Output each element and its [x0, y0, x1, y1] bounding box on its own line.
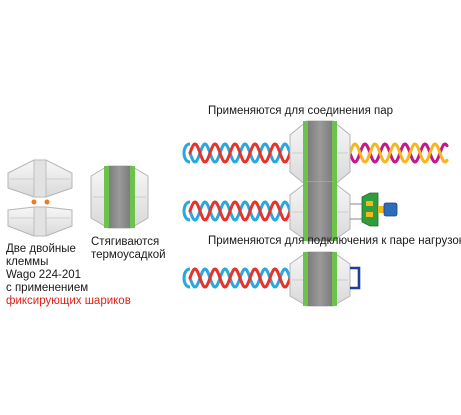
wire-b: [188, 267, 292, 289]
left-caption-line4: с применением: [6, 282, 88, 294]
twisted-pair-left-row1: [182, 142, 292, 164]
title-load: Применяются для подключения к паре нагру…: [208, 235, 461, 247]
wire-end-loop: [182, 267, 191, 289]
heatshrink-clamp-icon: [90, 165, 149, 229]
wire-end-loop: [182, 142, 191, 164]
heatshrink-clamp-row1-icon: [289, 120, 351, 187]
twisted-pair-left-row2: [182, 200, 292, 222]
left-caption-line1: Две двойные: [6, 243, 76, 255]
wire-a: [348, 142, 449, 164]
ball-left-icon: [31, 199, 37, 205]
twisted-pair-right-row1: [348, 142, 449, 164]
twisted-pair-left-row3: [182, 267, 292, 289]
load-component-icon: [350, 192, 398, 227]
middle-caption-line2: термоусадкой: [91, 249, 166, 261]
wire-b: [188, 142, 292, 164]
left-caption-line5: фиксирующих шариков: [6, 295, 131, 307]
title-pairs: Применяются для соединения пар: [208, 105, 393, 117]
middle-caption-line1: Стягиваются: [91, 236, 159, 248]
heatshrink-clamp-row3-icon: [289, 251, 351, 307]
wire-loop-icon: [350, 266, 361, 290]
wire-b: [348, 142, 449, 164]
heatshrink-clamp-row2-icon: [289, 181, 351, 242]
left-caption-line3: Wago 224-201: [6, 269, 81, 281]
wago-clamp-top-icon: [7, 159, 73, 198]
wire-end-loop: [182, 200, 191, 222]
ball-right-icon: [44, 199, 50, 205]
left-caption-line2: клеммы: [6, 256, 48, 268]
wire-b: [188, 200, 292, 222]
wago-clamp-bottom-icon: [7, 206, 73, 237]
